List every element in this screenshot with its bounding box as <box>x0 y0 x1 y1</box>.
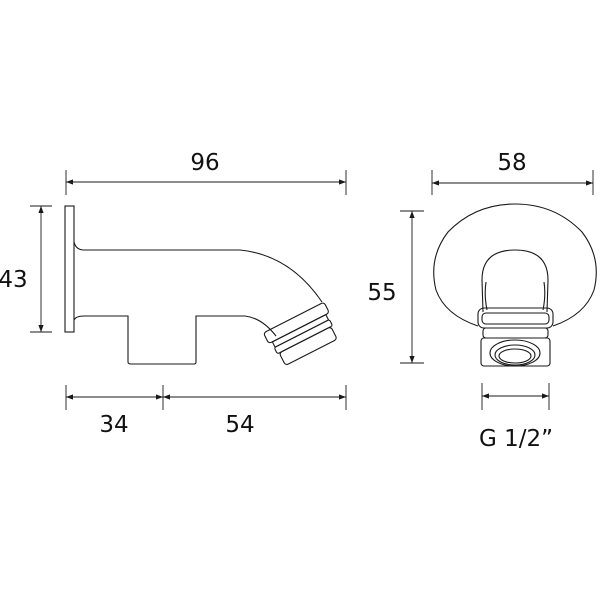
outlet-bore <box>494 344 536 366</box>
spout-body <box>73 241 323 365</box>
side-view <box>64 205 337 365</box>
label-flange-height: 55 <box>367 280 396 306</box>
outlet-nozzle <box>263 302 337 365</box>
label-flange-width: 58 <box>497 150 526 176</box>
wall-flange <box>433 203 597 327</box>
label-leg-to-outlet: 54 <box>225 412 254 438</box>
dimension-lines <box>30 170 594 410</box>
nozzle-ring-outer <box>477 307 554 329</box>
front-view <box>433 203 597 367</box>
label-wall-to-leg: 34 <box>99 412 128 438</box>
label-backplate-height: 43 <box>0 267 28 293</box>
spout-stem <box>481 249 549 313</box>
label-thread-size: G 1/2” <box>479 426 553 452</box>
label-overall-length: 96 <box>190 150 219 176</box>
backplate <box>64 205 75 333</box>
nozzle-ring-middle <box>482 327 549 339</box>
